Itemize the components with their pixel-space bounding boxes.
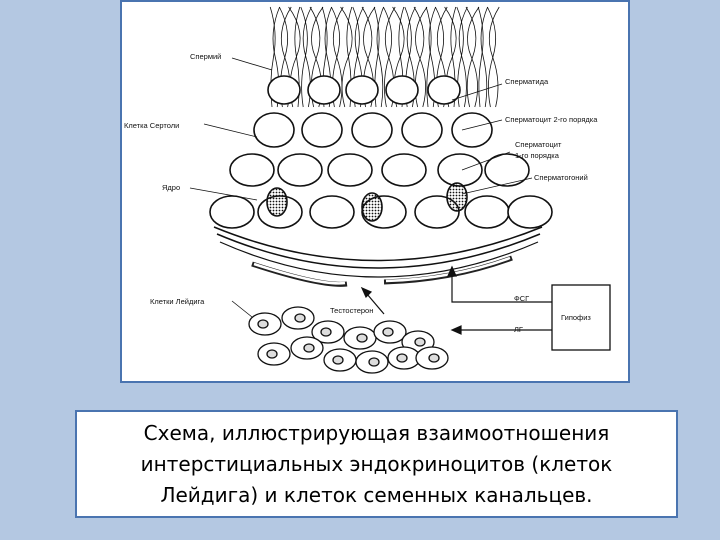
label-spermatid: Сперматида	[505, 77, 549, 86]
germ-cell	[301, 112, 343, 148]
label-sperm: Спермий	[190, 52, 221, 61]
germ-cell	[309, 195, 355, 229]
sperm-tail	[300, 6, 308, 108]
label-testosterone: Тестостерон	[330, 306, 373, 315]
sperm-tail	[488, 6, 500, 108]
germ-cell	[327, 153, 373, 187]
label-nucleus: Ядро	[162, 183, 180, 192]
germ-cell	[484, 153, 530, 187]
label-fsh: ФСГ	[514, 294, 529, 303]
caption-line-3: Лейдига) и клеток семенных канальцев.	[160, 482, 593, 507]
germ-cell	[277, 153, 323, 187]
leydig-nucleus	[320, 327, 332, 337]
caption-box: Схема, иллюстрирующая взаимоотношения ин…	[75, 410, 678, 518]
germ-cell	[507, 195, 553, 229]
leydig-nucleus	[396, 353, 408, 363]
nucleus	[446, 182, 468, 212]
label-spermatogonium: Сперматогоний	[534, 173, 588, 182]
leydig-nucleus	[332, 355, 344, 365]
leydig-nucleus	[414, 337, 426, 347]
sperm-tail	[332, 6, 344, 108]
leydig-nucleus	[356, 333, 368, 343]
basement-membrane	[213, 226, 543, 287]
diagram-figure: Спермий Сперматида Клетка Сертоли Сперма…	[120, 0, 630, 383]
label-pituitary: Гипофиз	[561, 313, 591, 322]
germ-cell	[437, 153, 483, 187]
germ-cell	[253, 112, 295, 148]
germ-cell	[229, 153, 275, 187]
sperm-tail	[376, 6, 384, 108]
leydig-nucleus	[303, 343, 315, 353]
label-leydig-cells: Клетки Лейдига	[150, 297, 205, 306]
caption-line-2: интерстициальных эндокриноцитов (клеток	[140, 451, 613, 476]
seminiferous-tubule-diagram: Спермий Сперматида Клетка Сертоли Сперма…	[124, 6, 611, 374]
sperm-tails	[269, 6, 500, 108]
sperm-tail	[458, 6, 468, 108]
germ-cell	[464, 195, 510, 229]
sperm-tail	[425, 6, 432, 108]
sperm-tail	[465, 6, 477, 108]
leydig-cells	[248, 306, 449, 374]
germ-cells	[209, 75, 553, 229]
caption-line-1: Схема, иллюстрирующая взаимоотношения	[143, 420, 610, 445]
sperm-tail	[477, 6, 484, 108]
leydig-nucleus	[257, 319, 269, 329]
leydig-nucleus	[428, 353, 440, 363]
leydig-nucleus	[294, 313, 306, 323]
germ-cell	[307, 75, 341, 105]
leydig-nucleus	[382, 327, 394, 337]
nucleus	[266, 187, 288, 217]
germ-cell	[345, 75, 379, 105]
germ-cell	[401, 112, 443, 148]
sperm-tail	[480, 6, 488, 108]
sperm-tail	[467, 6, 480, 108]
sperm-tail	[487, 6, 497, 108]
label-spermatocyte-2: Сперматоцит 2-го порядка	[505, 115, 598, 124]
pituitary-box	[551, 284, 611, 351]
label-spermatocyte-1-line2: 1-го порядка	[515, 151, 560, 160]
sperm-tail	[415, 6, 428, 108]
germ-cell	[209, 195, 255, 229]
germ-cell	[451, 112, 493, 148]
label-spermatocyte-1-line1: Сперматоцит	[515, 140, 562, 149]
germ-cell	[351, 112, 393, 148]
leydig-nucleus	[266, 349, 278, 359]
germ-cell	[427, 75, 461, 105]
hormone-arrows	[360, 265, 552, 335]
leydig-nucleus	[368, 357, 380, 367]
germ-cell	[385, 75, 419, 105]
germ-cell	[267, 75, 301, 105]
label-lh: ЛГ	[514, 325, 523, 334]
germ-cell	[381, 153, 427, 187]
leader-lines	[189, 57, 533, 318]
nucleus	[361, 192, 383, 222]
label-sertoli-cell: Клетка Сертоли	[124, 121, 179, 130]
